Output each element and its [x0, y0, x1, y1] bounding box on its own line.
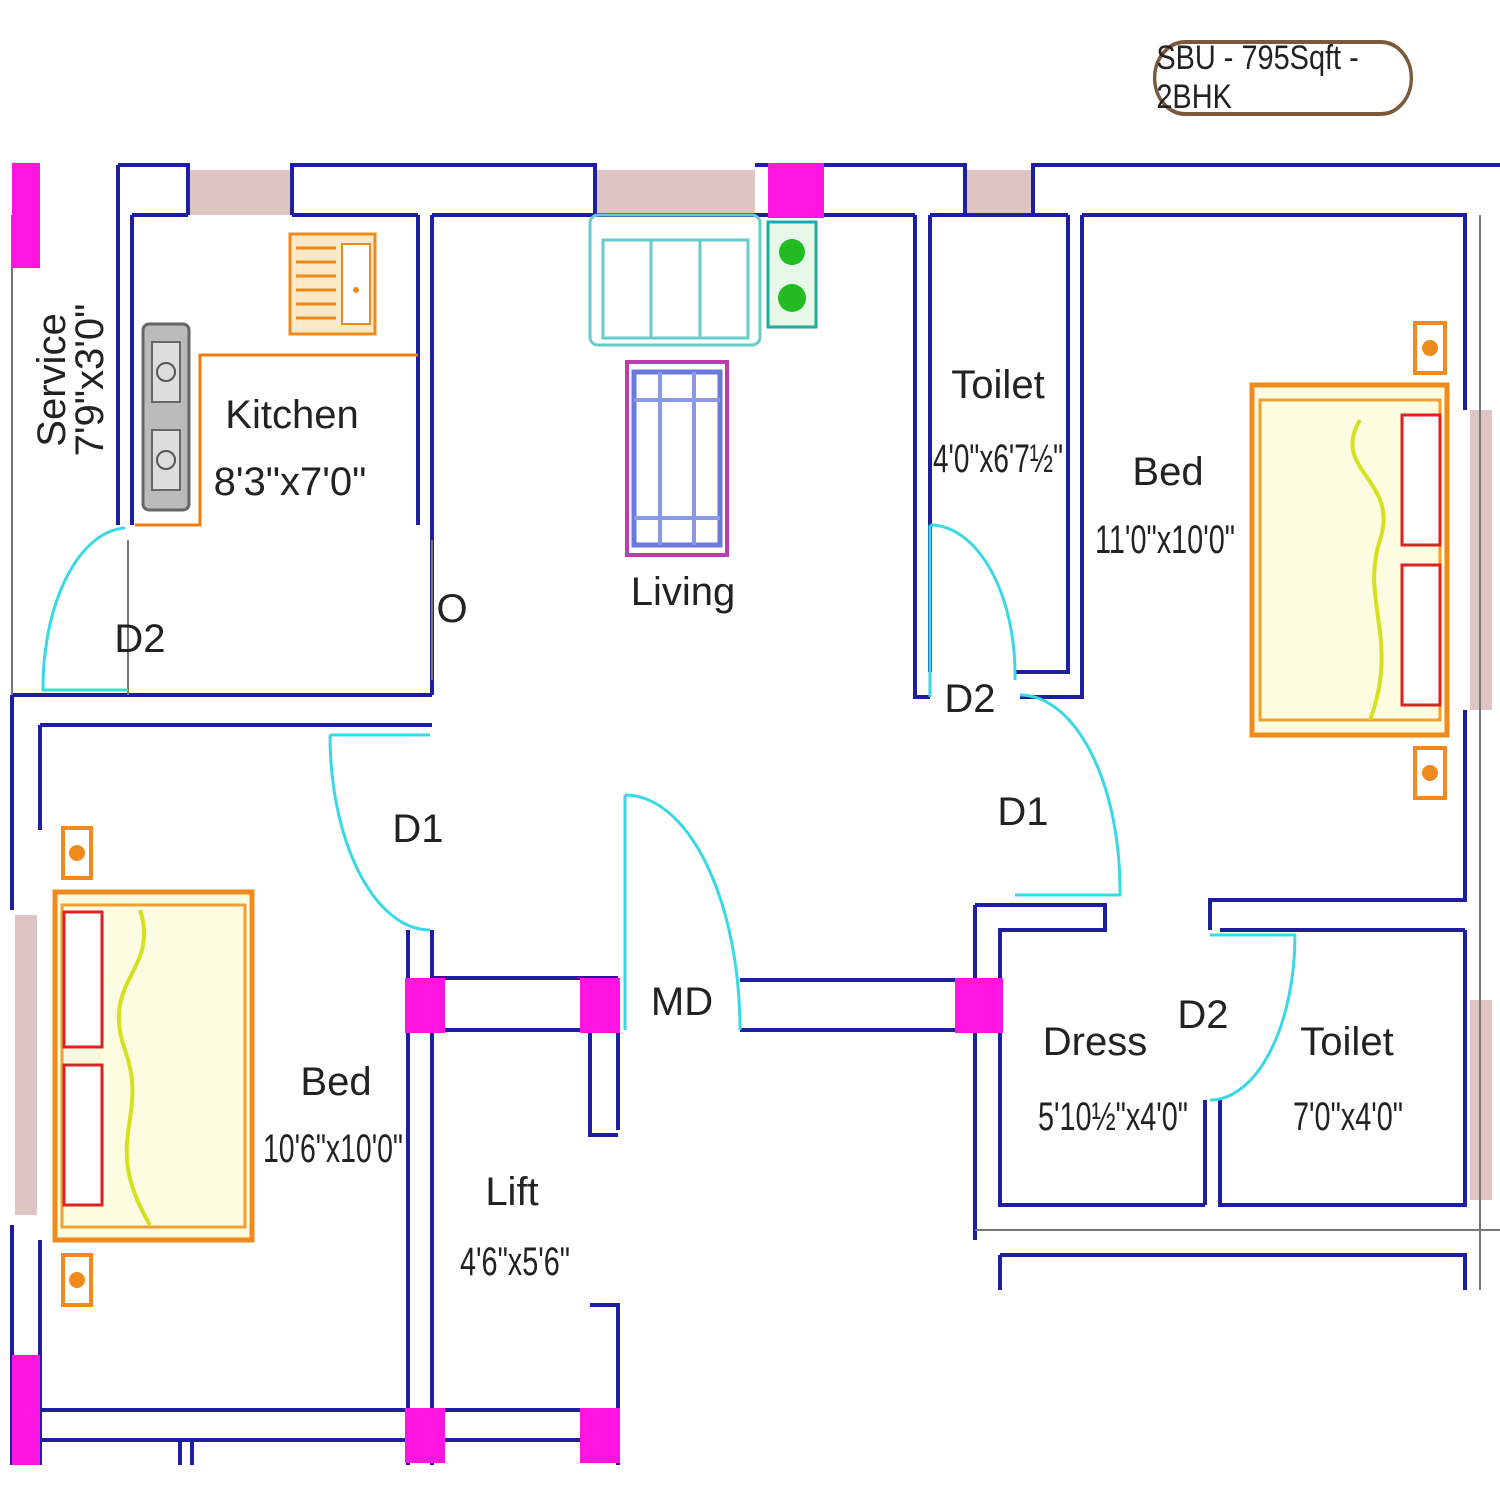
columns	[12, 163, 1003, 1465]
door-label: D1	[392, 807, 443, 851]
room-size-toilet: 7'0"x4'0"	[1293, 1095, 1403, 1139]
room-name-toilet: Toilet	[1300, 1020, 1393, 1064]
area-badge: SBU - 795Sqft - 2BHK	[1152, 39, 1414, 116]
room-name-service: Service	[30, 313, 74, 446]
room-name-kitchen: Kitchen	[225, 393, 358, 437]
room-size-bed: 10'6"x10'0"	[263, 1127, 403, 1171]
door-swings	[41, 523, 1297, 1102]
room-size-service: 7'9"x3'0"	[68, 304, 112, 457]
opening-label: O	[436, 587, 467, 631]
coffee-table-icon	[625, 360, 729, 557]
room-name-dress: Dress	[1043, 1020, 1147, 1064]
bed-icon	[1249, 321, 1450, 800]
room-name-bed: Bed	[300, 1060, 371, 1104]
window	[965, 170, 1033, 215]
bed-icon	[52, 826, 255, 1307]
door-label: D2	[114, 617, 165, 661]
room-size-dress: 5'10½"x4'0"	[1038, 1095, 1188, 1139]
door-label: D1	[997, 790, 1048, 834]
door-label: D2	[944, 677, 995, 721]
main-door-label: MD	[651, 980, 713, 1024]
sink-icon	[288, 232, 377, 336]
window	[597, 170, 755, 215]
room-name-toilet: Toilet	[951, 363, 1044, 407]
window	[190, 170, 290, 215]
window	[15, 915, 37, 1215]
stove-icon	[141, 322, 191, 512]
door-label: D2	[1177, 993, 1228, 1037]
room-name-bed: Bed	[1132, 450, 1203, 494]
room-size-lift: 4'6"x5'6"	[460, 1240, 570, 1284]
room-size-kitchen: 8'3"x7'0"	[214, 460, 367, 504]
room-size-bed: 11'0"x10'0"	[1095, 518, 1235, 562]
kitchen-counter	[135, 353, 418, 527]
sofa-icon	[588, 213, 762, 347]
plant-icon	[766, 220, 818, 329]
walls	[10, 163, 1500, 1465]
room-size-toilet: 4'0"x6'7½"	[933, 437, 1063, 481]
room-name-living: Living	[631, 570, 736, 614]
room-name-lift: Lift	[485, 1170, 538, 1214]
